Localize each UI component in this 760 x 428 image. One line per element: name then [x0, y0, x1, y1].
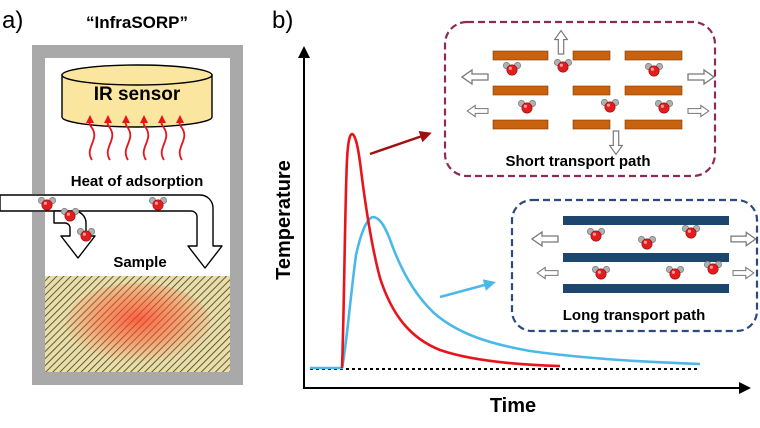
long-transport-box: Long transport path: [510, 198, 759, 333]
gas-flow-arrow: [0, 194, 223, 269]
ir-sensor-label: IR sensor: [94, 84, 181, 105]
heat-of-adsorption-label: Heat of adsorption: [71, 173, 204, 190]
gas-flow-arrow-short: [53, 210, 96, 259]
short-transport-box: Short transport path: [443, 20, 717, 178]
long-path-curve: [310, 215, 701, 370]
short-callout-arrow: [369, 130, 432, 156]
panel-b-label: b): [272, 7, 293, 34]
short-transport-label: Short transport path: [506, 153, 651, 170]
long-callout-arrow: [439, 279, 496, 299]
heat-arrow-icon: [85, 115, 186, 161]
x-axis-label: Time: [490, 395, 536, 417]
panel-a: a) “InfraSORP” IR sensor Heat of adsorpt…: [0, 7, 243, 385]
ir-sensor: IR sensor: [61, 64, 213, 128]
y-axis-label: Temperature: [273, 160, 295, 280]
device-title: “InfraSORP”: [86, 13, 188, 32]
panel-b: b) Temperature Time: [272, 7, 759, 417]
panel-a-label: a): [2, 7, 23, 34]
sample-label: Sample: [113, 254, 166, 271]
sample-heat-glow: [66, 283, 210, 363]
short-path-curve: [340, 132, 561, 369]
long-transport-label: Long transport path: [563, 307, 706, 324]
